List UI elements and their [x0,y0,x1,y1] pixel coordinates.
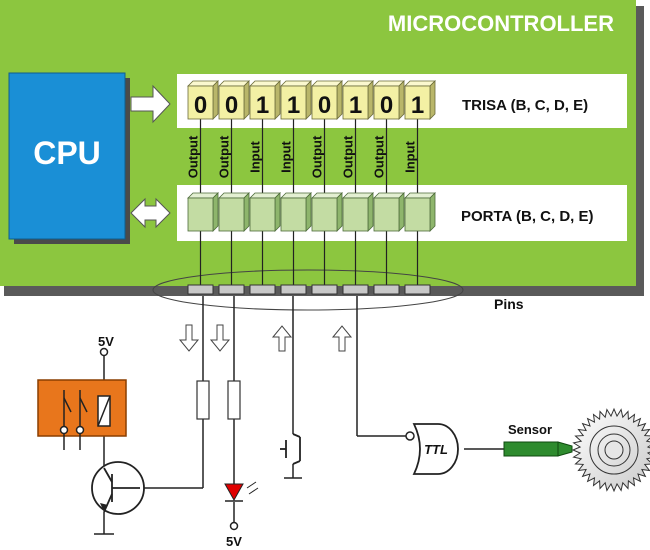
supply-bottom-label: 5V [226,534,242,549]
sensor-tip [557,441,573,457]
trisa-cell-side [243,80,250,120]
trisa-cell [373,85,400,120]
supply-terminal [99,347,109,357]
gear-ring [604,440,624,460]
porta-cell-side [429,192,436,232]
trisa-label: TRISA (B, C, D, E) [462,97,588,114]
porta-label: PORTA (B, C, D, E) [461,208,594,225]
trisa-cell [280,85,307,120]
porta-cell [218,197,245,232]
trisa-cell [404,85,431,120]
bit-direction-label: Output [310,135,325,178]
input-arrow-icon [331,325,353,352]
porta-cell [249,197,276,232]
resistor [196,380,210,420]
pin-pad [280,284,307,295]
trisa-bit-value: 0 [194,92,207,119]
bit-direction-label: Input [248,140,263,172]
pin-pad [187,284,214,295]
trisa-bit-value: 0 [380,92,393,119]
inverter-bubble [405,431,415,441]
trisa-cell-side [336,80,343,120]
pin-pad [218,284,245,295]
led-light-rays-icon [246,481,259,495]
cpu-porta-double-arrow-icon [130,197,171,229]
porta-cell [342,197,369,232]
porta-cell [280,197,307,232]
ttl-gate-icon [412,423,459,475]
trisa-cell [311,85,338,120]
bit-direction-label: Output [372,135,387,178]
trisa-cell [218,85,245,120]
trisa-bit-value: 1 [287,92,300,119]
porta-cell-side [398,192,405,232]
cpu-to-trisa-arrow-icon [130,84,171,124]
ttl-label: TTL [424,442,448,457]
push-button-icon [280,433,301,465]
trisa-cell [249,85,276,120]
trisa-bit-value: 0 [225,92,238,119]
trisa-bit-value: 1 [256,92,269,119]
bit-direction-label: Output [186,135,201,178]
sensor-icon [503,441,559,457]
pin-pad [404,284,431,295]
porta-cell-side [243,192,250,232]
trisa-cell-side [398,80,405,120]
trisa-cell [187,85,214,120]
porta-cell [373,197,400,232]
trisa-cell-side [274,80,281,120]
porta-cell-side [305,192,312,232]
gear-icon [571,407,650,493]
trisa-cell-side [429,80,436,120]
cpu-block [8,72,126,240]
emitter-arrow-icon [100,503,108,512]
bit-direction-label: Output [341,135,356,178]
porta-cell-side [212,192,219,232]
trisa-bit-value: 1 [411,92,424,119]
bit-direction-label: Input [403,140,418,172]
pin-pad [311,284,338,295]
porta-cell [404,197,431,232]
cpu-label: CPU [33,135,101,171]
porta-cell-side [336,192,343,232]
bit-direction-label: Output [217,135,232,178]
output-arrow-icon [178,324,200,352]
pins-outline [152,269,464,311]
trisa-cell-side [367,80,374,120]
resistor [227,380,241,420]
trisa-cell [342,85,369,120]
porta-cell-side [274,192,281,232]
trisa-cell-side [212,80,219,120]
trisa-bit-value: 1 [349,92,362,119]
pins-label: Pins [494,296,524,312]
porta-cell [311,197,338,232]
supply-top-label: 5V [98,334,114,349]
gear-ring [597,433,631,467]
circuit-wiring [94,296,504,535]
pin-pad [373,284,400,295]
relay-contacts [63,390,111,450]
porta-cell-side [367,192,374,232]
output-arrow-icon [209,324,231,352]
relay-terminal [59,425,69,435]
supply-terminal [229,521,239,531]
pin-pad [342,284,369,295]
sensor-label: Sensor [508,422,552,437]
porta-cell [187,197,214,232]
trisa-cell-side [305,80,312,120]
gear-ring [589,425,639,475]
board-title: MICROCONTROLLER [388,11,614,36]
bit-direction-label: Input [279,140,294,172]
led-icon [224,483,244,502]
trisa-bit-value: 0 [318,92,331,119]
pin-pad [249,284,276,295]
input-arrow-icon [271,325,293,352]
relay-terminal [75,425,85,435]
